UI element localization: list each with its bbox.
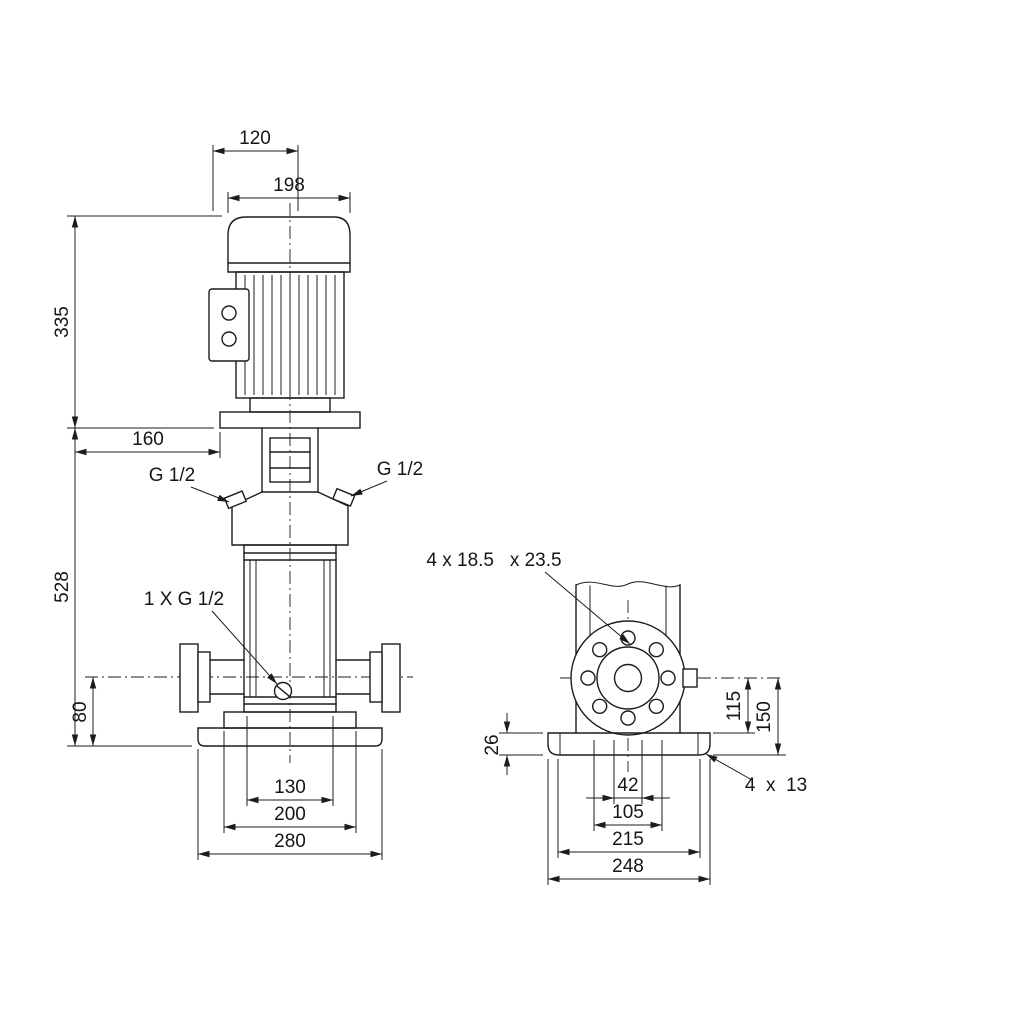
leader-flange-holes xyxy=(544,571,631,645)
motor-stool-plate xyxy=(219,411,361,429)
terminal-box-hole xyxy=(221,331,237,347)
coupling xyxy=(261,427,319,493)
dimensions-side xyxy=(499,571,786,885)
dim-335-label: 335 xyxy=(52,306,73,338)
dim-528-label: 528 xyxy=(52,571,73,603)
dim-200-label: 200 xyxy=(274,804,306,825)
dim-280-label: 280 xyxy=(274,831,306,852)
suction-flange xyxy=(179,643,245,713)
dim-115-label: 115 xyxy=(724,691,745,721)
tie-rods xyxy=(249,559,331,698)
drain-plug-label: 1 X G 1/2 xyxy=(144,589,224,610)
terminal-box-hole xyxy=(221,305,237,321)
dimensions-front xyxy=(67,145,388,860)
flange-holes-label: 4 x 18.5 x 23.5 xyxy=(426,550,561,571)
pump-side-view: 4 x 18.5 x 23.5 26 115 150 42 105 215 24… xyxy=(426,550,807,885)
base-plate-front xyxy=(197,727,383,747)
pump-front-view: 120 198 335 160 G 1/2 G 1/2 528 1 X G 1/… xyxy=(52,128,423,860)
dim-26-label: 26 xyxy=(482,734,503,755)
dim-198-label: 198 xyxy=(273,175,305,196)
leader-vent-plug-right xyxy=(350,480,388,497)
dim-160-label: 160 xyxy=(132,429,164,450)
terminal-box xyxy=(208,288,250,362)
dim-130-label: 130 xyxy=(274,777,306,798)
leader-vent-plug-left xyxy=(190,486,230,503)
dim-215-label: 215 xyxy=(612,829,644,850)
dim-120-label: 120 xyxy=(239,128,271,149)
pump-head xyxy=(223,487,356,546)
flange-bore xyxy=(613,663,643,693)
vent-plug-right xyxy=(331,487,356,507)
dim-150-label: 150 xyxy=(754,701,775,733)
break-line xyxy=(575,581,681,588)
leader-drain-plug xyxy=(211,610,278,685)
flange-side-tab xyxy=(682,668,698,688)
motor-fins xyxy=(244,275,336,395)
vent-plug-left xyxy=(223,490,248,510)
base-plate-side xyxy=(547,732,711,756)
dim-80-label: 80 xyxy=(70,701,91,722)
dimension-labels-side: 4 x 18.5 x 23.5 26 115 150 42 105 215 24… xyxy=(426,550,807,877)
base-holes-label: 4 x 13 xyxy=(745,775,807,796)
drain-plug xyxy=(273,681,293,701)
leader-base-holes xyxy=(705,753,753,781)
dimension-labels-front: 120 198 335 160 G 1/2 G 1/2 528 1 X G 1/… xyxy=(52,128,423,852)
vent-plug-right-label: G 1/2 xyxy=(377,459,423,480)
center-lines-front xyxy=(85,203,413,763)
dim-105-label: 105 xyxy=(612,802,644,823)
dim-248-label: 248 xyxy=(612,856,644,877)
flange-raised-face xyxy=(596,646,660,710)
motor-fan-cover xyxy=(227,216,351,273)
dim-42-label: 42 xyxy=(617,775,638,796)
discharge-flange xyxy=(335,643,401,713)
pump-base-front xyxy=(197,711,383,747)
vent-plug-left-label: G 1/2 xyxy=(149,465,195,486)
motor-flange xyxy=(219,397,361,429)
port-flange-face xyxy=(570,620,698,736)
